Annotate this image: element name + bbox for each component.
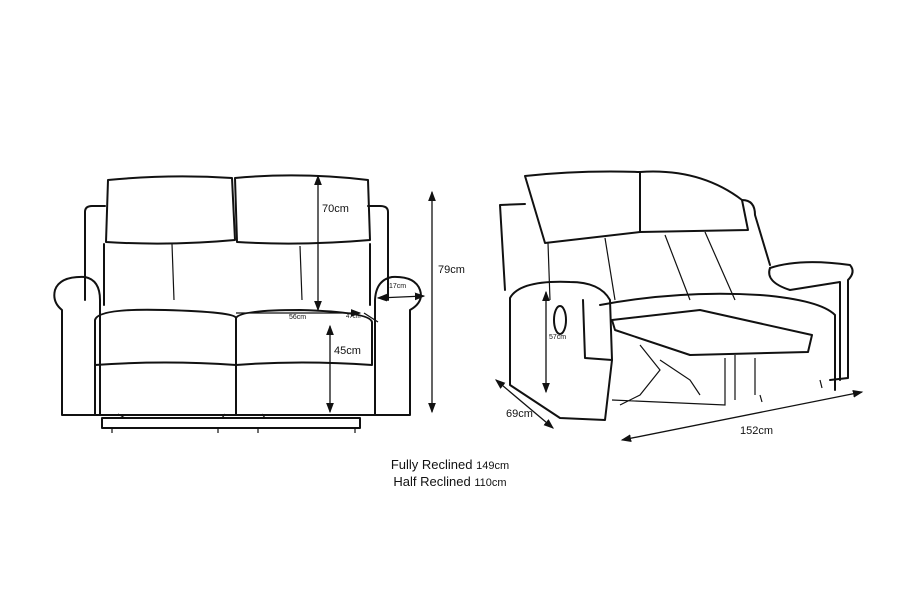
fully-reclined-label: Fully Reclined [390, 457, 473, 472]
fully-reclined-value: 149cm [476, 460, 510, 472]
half-reclined-caption: Half Reclined 110cm [0, 474, 900, 489]
front-view-drawing [53, 174, 436, 433]
arm-width-label: 17cm [389, 283, 407, 290]
depth-label: 69cm [506, 408, 533, 420]
seat-depth-label: 47cm [346, 314, 361, 320]
seat-width-label: 56cm [289, 314, 307, 321]
half-reclined-value: 110cm [474, 477, 507, 489]
backrest-height-label: 70cm [322, 203, 349, 215]
overall-width-label: 152cm [740, 425, 774, 437]
overall-height-label: 79cm [438, 264, 465, 276]
arm-height-label: 57cm [549, 334, 567, 341]
fully-reclined-caption: Fully Reclined 149cm [0, 457, 900, 472]
half-reclined-label: Half Reclined [393, 474, 471, 489]
side-view-drawing [495, 170, 864, 443]
seat-height-label: 45cm [334, 345, 361, 357]
